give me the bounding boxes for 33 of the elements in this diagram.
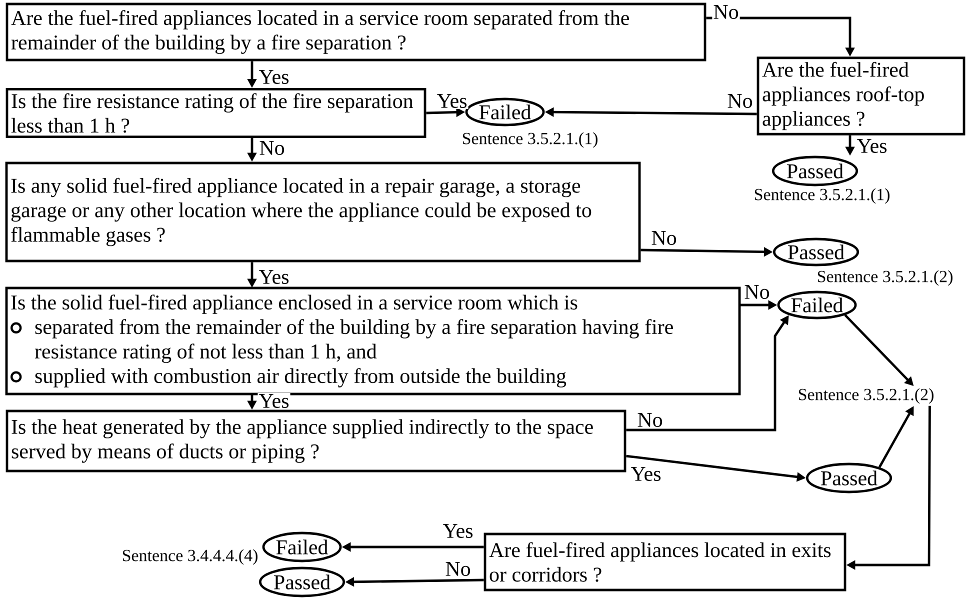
question-box: Are the fuel-fired appliances located in a service room separated from the remainder of the building by a fire separation ? xyxy=(6,2,706,62)
result-oval: Passed xyxy=(772,238,860,266)
question-box: Are the fuel-fired appliances roof-top appliances ? xyxy=(756,56,966,136)
reference-text: Sentence 3.5.2.1.(2) xyxy=(818,270,952,286)
edge-label: Yes xyxy=(856,138,888,154)
edge-label: No xyxy=(650,230,678,246)
edge-label: No xyxy=(258,140,286,156)
question-box: Is the heat generated by the appliance supplied indirectly to the space served by means of ducts or piping ? xyxy=(6,410,626,472)
question-box: Is any solid fuel-fired appliance located in a repair garage, a storage garage or any other location where the appliance could be exposed to flammable gases ? xyxy=(5,162,641,262)
edge-label: No xyxy=(712,4,740,20)
edge-label: No xyxy=(726,93,754,109)
result-oval: Passed xyxy=(806,462,892,494)
edge-label: Yes xyxy=(436,93,468,109)
question-box: Is the solid fuel-fired appliance enclosed in a service room which is separated from the remainder of the building by a fire separation having fire resistance rating of not less than 1 h, and supplied with combustion air directly from outside the building xyxy=(5,286,741,396)
result-oval: Failed xyxy=(465,98,545,126)
edge-label: Yes xyxy=(258,69,290,85)
question-box: Is the fire resistance rating of the fire separation less than 1 h ? xyxy=(6,88,426,138)
edge-label: No xyxy=(743,284,771,300)
reference-text: Sentence 3.5.2.1.(1) xyxy=(462,132,598,148)
edge-label: Yes xyxy=(442,523,474,539)
edge-label: Yes xyxy=(630,466,662,482)
edge-label: No xyxy=(636,412,664,428)
result-oval: Failed xyxy=(262,532,342,562)
edge-label: Yes xyxy=(258,393,290,409)
reference-text: Sentence 3.5.2.1.(1) xyxy=(754,188,890,204)
result-oval: Passed xyxy=(772,156,858,186)
reference-text: Sentence 3.4.4.4.(4) xyxy=(122,549,258,565)
result-oval: Passed xyxy=(258,566,346,598)
result-oval: Failed xyxy=(777,290,857,320)
question-box: Are fuel-fired appliances located in exits or corridors ? xyxy=(484,532,846,592)
edge-label: Yes xyxy=(258,269,290,285)
reference-text: Sentence 3.5.2.1.(2) xyxy=(798,388,934,404)
edge-label: No xyxy=(444,561,472,577)
